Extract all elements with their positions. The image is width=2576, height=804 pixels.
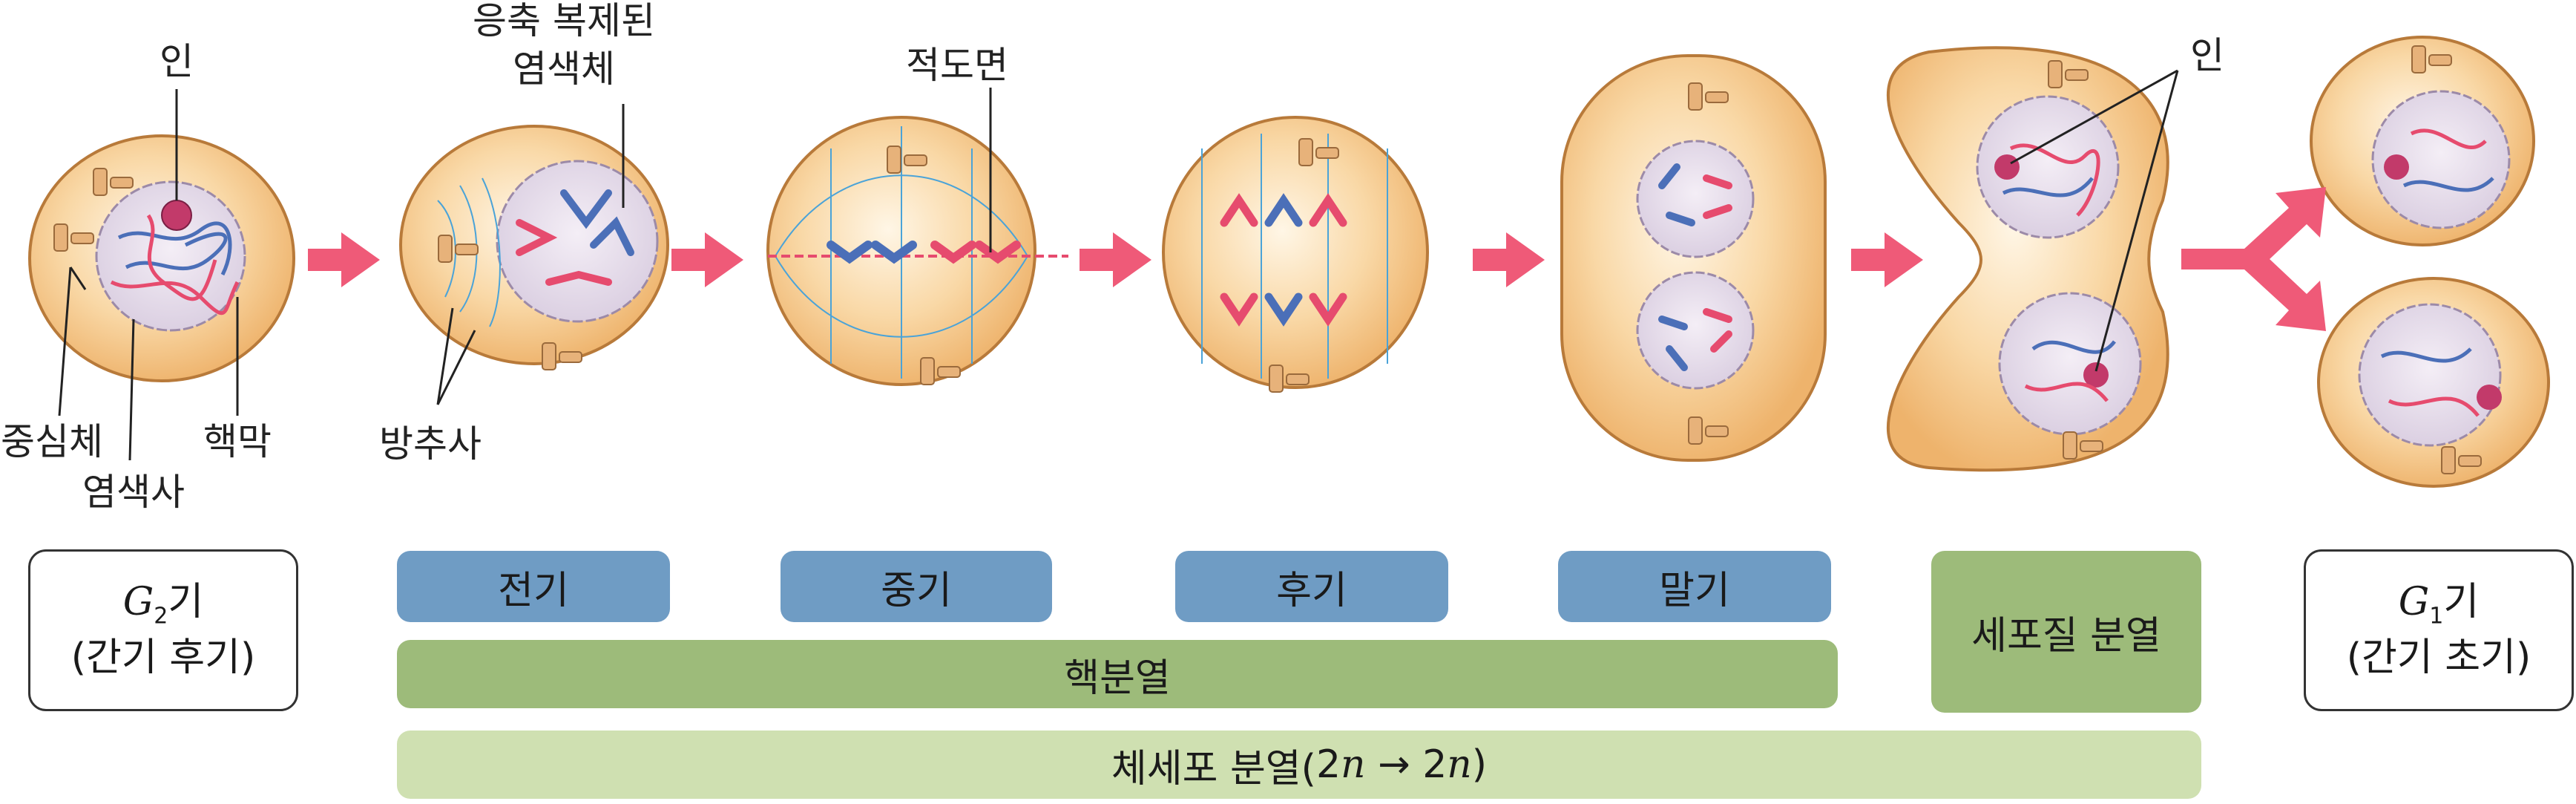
g2-stage-title: G2기	[123, 576, 203, 632]
g1-suffix: 기	[2443, 580, 2480, 625]
somatic-division-suffix: )	[1471, 742, 1488, 787]
somatic-division-arrow: →	[1365, 742, 1423, 787]
arrow-anaphase-to-telophase	[1473, 232, 1545, 287]
g2-nucleus	[95, 180, 246, 332]
g2-subscript: 2	[154, 603, 168, 630]
g1-letter: G	[2398, 580, 2430, 625]
prophase-bar: 전기	[397, 551, 670, 622]
metaphase-plate-label: 적도면	[906, 44, 1008, 87]
somatic-division-to-num: 2	[1422, 742, 1448, 787]
callout-lines	[58, 69, 2179, 461]
metaphase-cell	[766, 116, 1068, 386]
g1-stage-title: G1기	[2399, 576, 2479, 632]
somatic-division-from-var: n	[1341, 742, 1366, 787]
nuclear-membrane-label: 핵막	[203, 420, 272, 463]
g2-cell	[28, 134, 295, 382]
telophase-cell	[1560, 54, 1827, 462]
nucleolus-label-g2: 인	[160, 40, 194, 83]
g1-daughter-cell-bottom	[2317, 277, 2550, 488]
g2-stage-detail: (간기 후기)	[70, 635, 256, 681]
condensed-chromosome-label-line1: 응축 복제된	[473, 0, 655, 42]
metaphase-bar: 중기	[781, 551, 1052, 622]
arrow-g2-to-prophase	[308, 232, 380, 287]
g1-daughter-cell-top	[2310, 36, 2535, 246]
g2-stage-box: G2기 (간기 후기)	[28, 549, 298, 711]
progression-arrows	[308, 187, 2326, 331]
anaphase-bar: 후기	[1175, 551, 1448, 622]
centrosome-label: 중심체	[1, 420, 103, 463]
arrow-telophase-to-cytokinesis	[1851, 232, 1923, 287]
g1-stage-box: G1기 (간기 초기)	[2304, 549, 2574, 711]
karyokinesis-bar: 핵분열	[397, 640, 1838, 708]
condensed-chromosome-label-line2: 염색체	[513, 48, 615, 91]
somatic-division-prefix: 체세포 분열(	[1111, 746, 1316, 791]
g2-suffix: 기	[168, 580, 204, 625]
nucleolus-label-telophase: 인	[2190, 34, 2224, 77]
chromatin-label: 염색사	[82, 471, 185, 514]
spindle-fiber-label: 방추사	[379, 422, 482, 465]
somatic-division-to-var: n	[1447, 742, 1472, 787]
g1-subscript: 1	[2429, 603, 2444, 630]
anaphase-cell	[1162, 116, 1429, 393]
prophase-cell	[399, 125, 669, 370]
arrow-split-to-g1	[2181, 187, 2326, 331]
arrow-metaphase-to-anaphase	[1080, 232, 1151, 287]
cytokinesis-bar: 세포질 분열	[1931, 551, 2201, 713]
somatic-division-from-num: 2	[1315, 742, 1341, 787]
telophase-bar: 말기	[1558, 551, 1831, 622]
arrow-prophase-to-metaphase	[671, 232, 743, 287]
g1-stage-detail: (간기 초기)	[2346, 635, 2531, 681]
g2-letter: G	[122, 580, 154, 625]
